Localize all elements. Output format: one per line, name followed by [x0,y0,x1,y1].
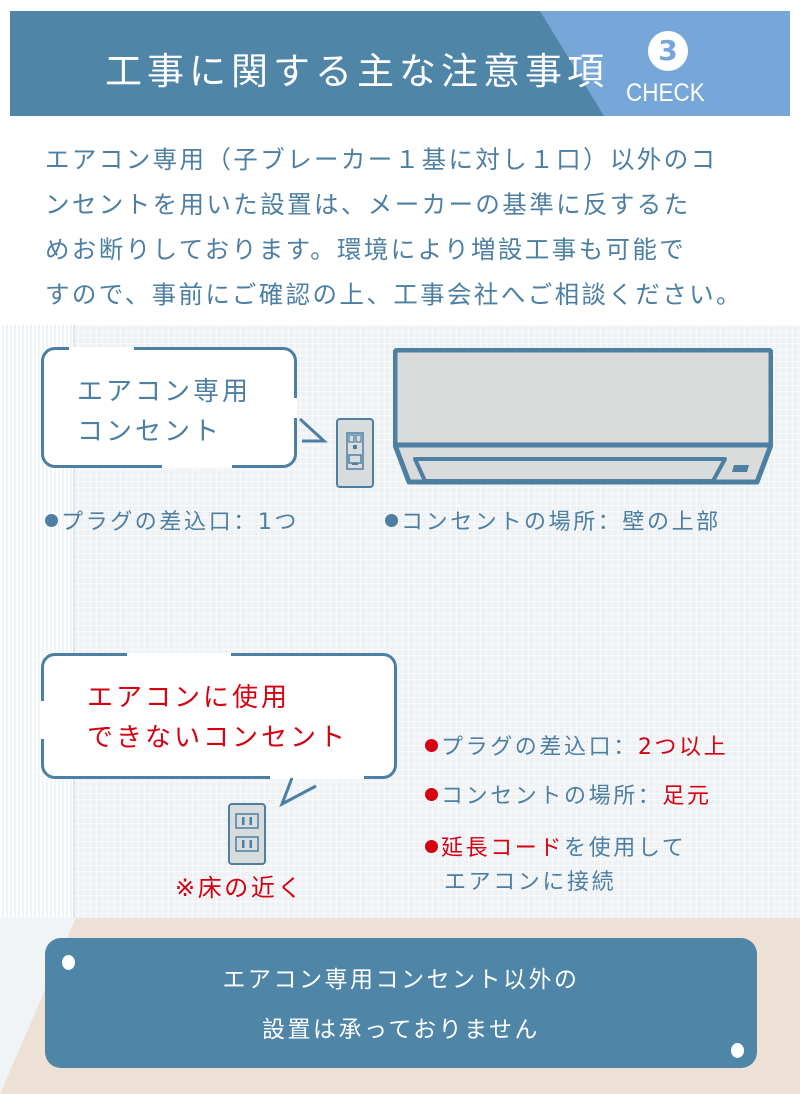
bullet-dot-icon [425,840,438,853]
check-number-icon: 3 [648,31,688,71]
ng-bubble-line: できないコンセント [87,723,349,753]
ng-bullet-location: コンセントの場所：足元 [425,782,712,812]
intro-line: すので、事前にご確認の上、工事会社へご相談ください。 [45,280,743,309]
intro-line: エアコン専用（子ブレーカー１基に対し１口）以外のコ [45,145,718,174]
dedicated-outlet-icon [336,418,374,488]
check-label: CHECK [626,79,705,107]
floor-outlet-icon [228,803,266,865]
bullet-dot-icon [425,739,438,752]
notice-panel: エアコン専用コンセント以外の 設置は承っておりません [45,938,757,1068]
page-title: 工事に関する主な注意事項 [105,50,609,93]
check-badge: 3 CHECK [608,11,718,116]
notice-line: 設置は承っておりません [262,1017,540,1043]
ng-bubble-line: エアコンに使用 [87,683,291,713]
pin-icon [62,955,75,970]
ok-speech-bubble: エアコン専用 コンセント [41,347,297,468]
ok-bullet-plug: プラグの差込口：1つ [45,508,299,538]
intro-line: ンセントを用いた設置は、メーカーの基準に反するた [45,190,691,219]
notice-line: エアコン専用コンセント以外の [222,967,580,993]
pin-icon [731,1043,744,1058]
bullet-dot-icon [45,514,58,527]
outlet-note: ※床の近く [175,874,305,902]
bullet-dot-icon [425,788,438,801]
intro-paragraph: エアコン専用（子ブレーカー１基に対し１口）以外のコ ンセントを用いた設置は、メー… [45,137,765,317]
ng-bullet-extension-cord: 延長コードを使用して エアコンに接続 [425,832,686,900]
ok-bubble-line: コンセント [77,417,223,447]
intro-line: めお断りしております。環境により増設工事も可能で [45,235,687,264]
header-banner: 工事に関する主な注意事項 3 CHECK [10,11,790,116]
ok-bubble-line: エアコン専用 [77,377,252,407]
ok-bullet-location: コンセントの場所：壁の上部 [385,508,721,538]
ng-bullet-plug: プラグの差込口：2つ以上 [425,733,728,763]
ok-bubble-tail [298,417,328,443]
ng-speech-bubble: エアコンに使用 できないコンセント [41,653,397,779]
ng-bubble-tail [279,777,317,808]
bullet-dot-icon [385,514,398,527]
air-conditioner-illustration [393,348,773,485]
